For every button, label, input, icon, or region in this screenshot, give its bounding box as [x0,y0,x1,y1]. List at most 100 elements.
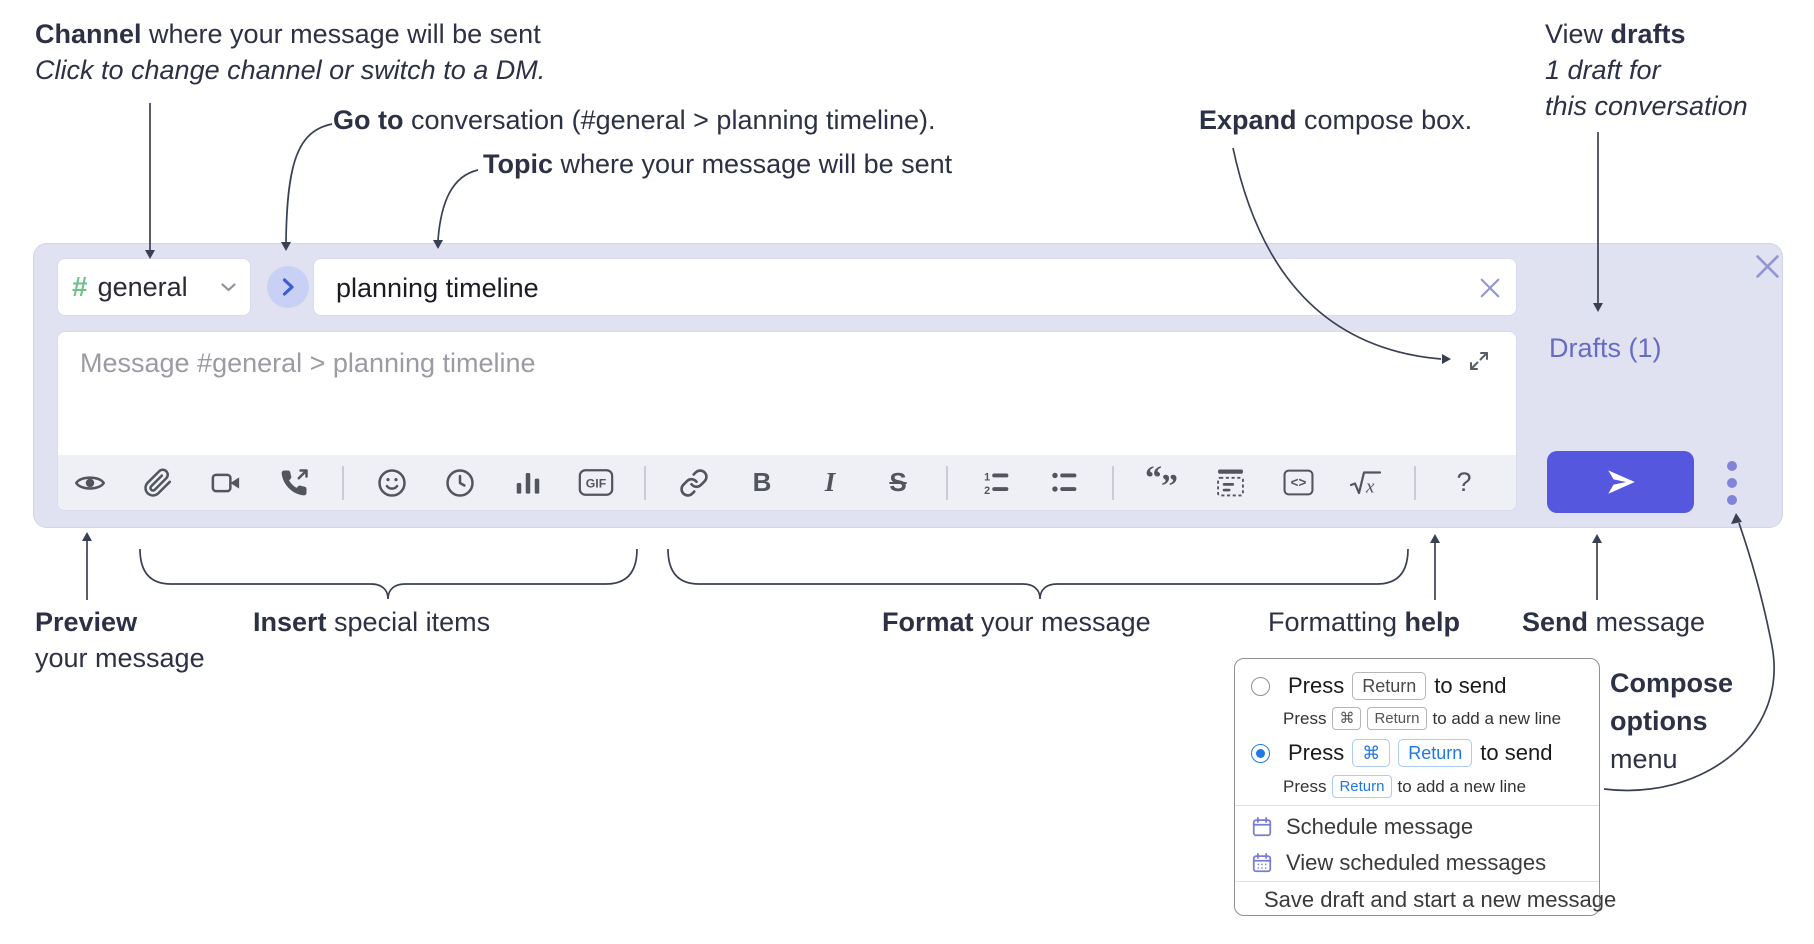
calendar-icon [1252,816,1272,837]
chevron-right-icon [282,278,294,296]
channel-selector[interactable]: # general [57,258,251,316]
code-icon: <> [1283,469,1313,496]
quote-icon: “ ” [1145,460,1178,505]
message-box: GIF B I S [57,331,1517,511]
menu-item-view-scheduled-messages[interactable]: View scheduled messages [1235,845,1599,881]
send-option-return-subtext: Press ⌘ Return to add a new line [1283,707,1561,730]
popup-divider [1235,881,1599,882]
italic-button[interactable]: I [804,461,856,505]
video-call-button[interactable] [200,461,252,505]
ellipsis-dot [1727,495,1737,505]
annotation-formatting-help: Formatting help [1268,607,1461,637]
annotation-compose-options: Compose options menu [1610,668,1734,774]
return-key: Return [1352,672,1427,700]
global-time-button[interactable] [434,461,486,505]
compose-options-menu-button[interactable] [1727,461,1737,505]
code-button[interactable]: <> [1272,461,1324,505]
numbered-list-icon: 1 2 [984,471,1009,496]
smiley-icon [378,468,406,497]
menu-item-schedule-message[interactable]: Schedule message [1235,809,1599,845]
question-mark-icon: ? [1456,467,1472,497]
topic-box [313,258,1517,317]
return-key: Return [1398,739,1473,767]
annotation-send: Send message [1522,607,1706,637]
toolbar-divider [1112,465,1114,500]
send-icon [1607,470,1635,494]
send-option-cmd-return[interactable]: Press ⌘ Return to send [1251,739,1552,767]
send-button[interactable] [1547,451,1694,513]
link-button[interactable] [668,461,720,505]
send-option-cmd-return-subtext: Press Return to add a new line [1283,775,1526,798]
bar-chart-icon [516,472,540,494]
radio-selected-icon[interactable] [1251,743,1270,763]
strikethrough-button[interactable]: S [872,461,924,505]
drafts-link[interactable]: Drafts (1) [1549,333,1662,363]
annotation-view-drafts: View drafts 1 draft for this conversatio… [1545,19,1748,121]
link-icon [680,468,708,497]
clear-topic-button[interactable] [1478,276,1502,300]
bold-icon: B [752,467,772,497]
channel-name: general [97,271,188,302]
chevron-down-icon [221,282,236,291]
close-icon [1480,278,1500,298]
svg-text:2: 2 [984,484,990,496]
message-formatting-help-button[interactable]: ? [1438,461,1490,505]
bold-button[interactable]: B [736,461,788,505]
gif-button[interactable]: GIF [570,461,622,505]
svg-text:<>: <> [1290,475,1306,490]
bulleted-list-icon [1052,472,1077,492]
preview-button[interactable] [64,461,116,505]
toolbar-divider [644,465,646,500]
send-option-return[interactable]: Press Return to send [1251,672,1506,700]
annotation-expand: Expand compose box. [1199,105,1473,135]
expand-icon [1470,352,1488,370]
topic-input[interactable] [334,259,1458,317]
attach-file-button[interactable] [132,461,184,505]
close-compose-button[interactable] [1751,250,1783,282]
radio-unselected-icon[interactable] [1251,676,1270,696]
gif-icon: GIF [578,469,614,496]
cmd-key: ⌘ [1352,739,1391,767]
toolbar-divider [342,465,344,500]
popup-divider [1235,805,1599,806]
svg-text:1: 1 [984,471,990,483]
bulleted-list-button[interactable] [1038,461,1090,505]
italic-icon: I [824,467,836,497]
svg-text:”: ” [1161,468,1178,505]
phone-call-icon [281,468,308,495]
menu-item-save-draft[interactable]: Save draft and start a new message [1235,885,1616,915]
ellipsis-dot [1727,461,1737,471]
toolbar-divider [946,465,948,500]
eye-icon [75,475,105,490]
math-button[interactable]: x [1340,461,1392,505]
cmd-key: ⌘ [1332,707,1362,730]
quote-button[interactable]: “ ” [1136,460,1188,505]
compose-options-popup: Press Return to send Press ⌘ Return to a… [1234,658,1616,916]
video-camera-icon [211,473,240,492]
annotation-preview: Preview your message [35,607,205,673]
close-icon [1755,254,1779,278]
poll-button[interactable] [502,461,554,505]
message-input[interactable] [58,332,1516,452]
spoiler-icon [1216,469,1244,497]
numbered-list-button[interactable]: 1 2 [970,461,1022,505]
channel-hash-icon: # [72,271,88,302]
return-key: Return [1367,707,1427,730]
svg-text:GIF: GIF [586,477,607,491]
ellipsis-dot [1727,478,1737,488]
compose-toolbar: GIF B I S [58,455,1516,510]
annotation-goto: Go to conversation (#general > planning … [333,105,936,135]
annotation-channel: Channel where your message will be sent … [35,19,546,85]
go-to-conversation-button[interactable] [267,266,309,308]
svg-text:“: “ [1145,460,1162,497]
strikethrough-icon: S [889,467,907,497]
spoiler-button[interactable] [1204,461,1256,505]
expand-compose-button[interactable] [1466,348,1492,374]
paperclip-icon [144,468,172,497]
annotation-format: Format your message [882,607,1151,637]
emoji-button[interactable] [366,461,418,505]
annotation-topic: Topic where your message will be sent [483,149,953,179]
audio-call-button[interactable] [268,461,320,505]
annotation-insert: Insert special items [253,607,491,637]
